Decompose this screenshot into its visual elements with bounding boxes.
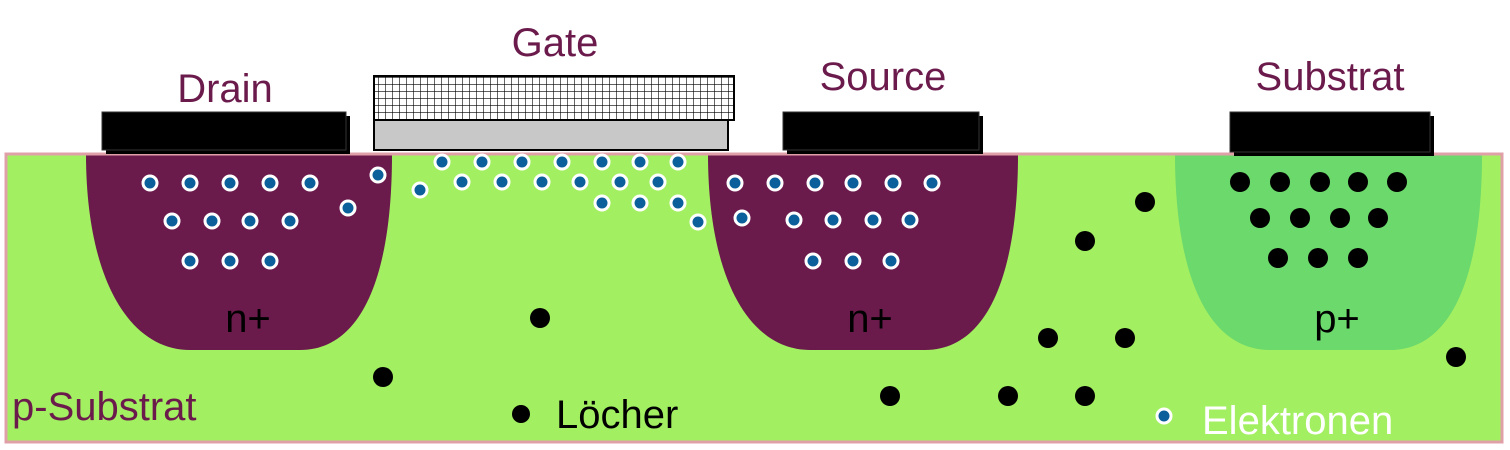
electron <box>181 174 199 192</box>
hole <box>1368 208 1388 228</box>
electron <box>433 153 451 171</box>
hole <box>1387 172 1407 192</box>
electron <box>824 211 842 229</box>
electron <box>844 174 862 192</box>
electron <box>884 174 902 192</box>
electron <box>261 252 279 270</box>
particles <box>141 153 1466 406</box>
electron-legend-icon <box>1155 407 1173 425</box>
legend-holes-label: Löcher <box>556 393 678 437</box>
gate-label: Gate <box>512 21 599 65</box>
hole <box>1135 192 1155 212</box>
electron <box>533 173 551 191</box>
drain-contact <box>101 111 350 154</box>
gate-oxide <box>373 119 729 151</box>
hole <box>1115 328 1135 348</box>
hole <box>373 367 393 387</box>
electron <box>453 173 471 191</box>
hole <box>1290 208 1310 228</box>
hole <box>1038 328 1058 348</box>
p-plus-well <box>1175 154 1482 350</box>
gate-stack <box>373 75 735 151</box>
electron <box>804 252 822 270</box>
drain-label: Drain <box>177 67 273 111</box>
n-plus-source-label: n+ <box>847 297 893 341</box>
hole <box>1330 208 1350 228</box>
electron <box>901 211 919 229</box>
electron <box>785 211 803 229</box>
electron <box>726 174 744 192</box>
electron <box>593 153 611 171</box>
hole <box>1250 208 1270 228</box>
electron <box>261 174 279 192</box>
p-plus-label: p+ <box>1314 297 1360 341</box>
electron <box>241 212 259 230</box>
electron <box>631 153 649 171</box>
source-label: Source <box>820 55 947 99</box>
electron <box>844 252 862 270</box>
electron <box>593 194 611 212</box>
electron <box>493 173 511 191</box>
electron <box>611 173 629 191</box>
electron <box>221 252 239 270</box>
substrat-label: Substrat <box>1256 55 1405 99</box>
n-plus-drain-well <box>86 154 392 350</box>
electron <box>669 153 687 171</box>
legend-electrons-label: Elektronen <box>1202 399 1393 443</box>
legend-electrons: Elektronen <box>1155 399 1393 443</box>
electron <box>864 211 882 229</box>
electron <box>631 194 649 212</box>
electron <box>181 252 199 270</box>
n-plus-drain-label: n+ <box>225 297 271 341</box>
electron <box>411 181 429 199</box>
hole <box>530 308 550 328</box>
electron <box>369 166 387 184</box>
electron <box>571 173 589 191</box>
hole <box>1270 172 1290 192</box>
legend-holes: Löcher <box>512 393 678 437</box>
electron <box>882 252 900 270</box>
hole <box>1348 172 1368 192</box>
source-contact <box>782 111 983 154</box>
electron <box>301 174 319 192</box>
electron <box>203 212 221 230</box>
electron <box>553 153 571 171</box>
hole <box>1308 248 1328 268</box>
electron <box>513 153 531 171</box>
hole <box>1075 386 1095 406</box>
electron <box>221 174 239 192</box>
electron <box>806 174 824 192</box>
hole <box>1230 172 1250 192</box>
electron <box>281 212 299 230</box>
n-plus-source-well <box>708 154 1018 350</box>
hole <box>880 386 900 406</box>
substrat-contact <box>1229 111 1434 156</box>
hole <box>1446 347 1466 367</box>
hole <box>1075 231 1095 251</box>
gate-electrode <box>373 75 735 121</box>
hole <box>1310 172 1330 192</box>
electron <box>473 153 491 171</box>
hole-legend-icon <box>512 405 530 423</box>
hole <box>1268 248 1288 268</box>
electron <box>339 199 357 217</box>
hole <box>998 386 1018 406</box>
electron <box>733 209 751 227</box>
hole <box>1348 248 1368 268</box>
electron <box>689 213 707 231</box>
electron <box>163 212 181 230</box>
electron <box>141 174 159 192</box>
electron <box>649 173 667 191</box>
electron <box>669 194 687 212</box>
electron <box>766 174 784 192</box>
p-substrat-label: p-Substrat <box>12 385 197 429</box>
electron <box>923 174 941 192</box>
